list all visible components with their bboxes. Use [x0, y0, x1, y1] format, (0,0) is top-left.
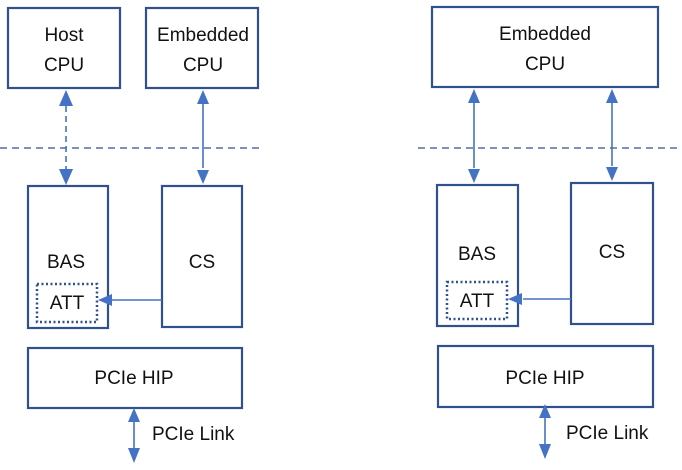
left-pcie-hip-box	[26, 346, 244, 410]
right-att-label: ATT	[460, 291, 495, 312]
right-pcie-link-label: PCIe Link	[566, 423, 649, 444]
left-embedded-cs-arrowhead-down	[197, 170, 209, 184]
left-cs-label: CS	[189, 252, 215, 273]
left-embedded-cpu-label-line1: Embedded	[157, 25, 249, 46]
right-embedded-cpu-label-line1: Embedded	[499, 24, 591, 45]
right-embedded-bas-arrowhead-up	[468, 89, 480, 103]
left-host-cpu-box	[6, 6, 122, 90]
left-host-cpu-label-line1: Host	[44, 25, 84, 46]
right-cs-att-arrowhead	[508, 293, 522, 305]
right-cs-box	[569, 181, 655, 326]
left-cs-att-arrowhead	[98, 294, 112, 306]
right-pcie-hip-label: PCIe HIP	[505, 368, 584, 389]
right-embedded-cpu-box	[430, 5, 660, 89]
right-embedded-bas-arrowhead-down	[468, 169, 480, 183]
left-embedded-cpu-label-line2: CPU	[183, 55, 223, 76]
right-att-box	[445, 280, 509, 321]
left-pcie-link-arrowhead-up	[128, 408, 140, 422]
right-embedded-cs-arrowhead-up	[606, 89, 618, 103]
right-cs-label: CS	[599, 242, 625, 263]
right-embedded-cpu-label-line2: CPU	[525, 54, 565, 75]
left-diagram: Host CPU Embedded CPU BAS ATT CS PCIe HI…	[0, 6, 264, 463]
left-att-label: ATT	[50, 293, 85, 314]
left-pcie-link-arrowhead-down	[128, 448, 140, 463]
right-pcie-hip-box	[436, 344, 655, 409]
left-pcie-hip-label: PCIe HIP	[94, 368, 173, 389]
left-pcie-link-label: PCIe Link	[152, 424, 235, 445]
left-host-bas-arrowhead-up	[59, 90, 73, 106]
left-bas-label: BAS	[47, 252, 85, 273]
left-host-bas-arrowhead-down	[59, 169, 73, 185]
left-cs-box	[160, 184, 244, 329]
left-embedded-cpu-box	[144, 6, 260, 90]
left-att-box	[35, 282, 99, 324]
left-host-cpu-label-line2: CPU	[44, 55, 84, 76]
right-embedded-cs-arrowhead-down	[606, 167, 618, 181]
right-diagram: Embedded CPU BAS ATT CS PCIe HIP PCIe Li…	[418, 5, 682, 459]
left-embedded-cs-arrowhead-up	[197, 90, 209, 104]
right-bas-label: BAS	[458, 244, 496, 265]
right-pcie-link-arrowhead-down	[539, 444, 551, 459]
right-pcie-link-arrowhead-up	[539, 404, 551, 418]
